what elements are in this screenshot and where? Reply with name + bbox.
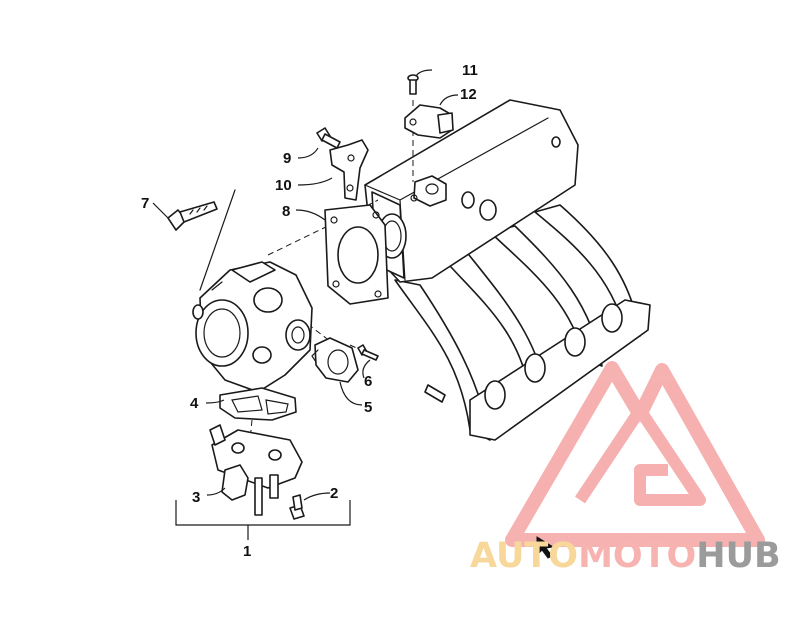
callout-11: 11 bbox=[462, 62, 478, 79]
cursor-icon bbox=[536, 536, 555, 559]
tps-sensor-5 bbox=[311, 337, 359, 383]
gasket-4 bbox=[219, 387, 297, 421]
watermark-auto: AUTO bbox=[470, 536, 579, 576]
gasket-8 bbox=[324, 204, 389, 305]
watermark-text: AUTOMOTOHUB bbox=[470, 536, 781, 576]
bolt-9 bbox=[316, 127, 341, 149]
screw-11 bbox=[407, 74, 419, 95]
callout-4: 4 bbox=[190, 395, 199, 412]
screw-6 bbox=[357, 344, 379, 361]
callout-8: 8 bbox=[282, 203, 290, 220]
callout-5: 5 bbox=[364, 399, 372, 416]
watermark-logo-icon bbox=[505, 361, 765, 547]
bolt-7 bbox=[167, 201, 218, 231]
callout-10: 10 bbox=[275, 177, 292, 194]
intake-manifold bbox=[364, 99, 651, 441]
callout-6: 6 bbox=[364, 373, 372, 390]
callout-labels: 1 2 3 4 5 6 7 8 9 10 11 12 bbox=[141, 62, 478, 560]
callout-1: 1 bbox=[243, 543, 251, 560]
leader-lines bbox=[152, 69, 459, 540]
callout-7: 7 bbox=[141, 195, 149, 212]
callout-9: 9 bbox=[283, 150, 291, 167]
callout-3: 3 bbox=[192, 489, 200, 506]
iac-valve-3 bbox=[209, 424, 303, 516]
watermark-hub: HUB bbox=[696, 536, 781, 576]
bracket-10 bbox=[329, 139, 369, 201]
sensor-12 bbox=[404, 104, 454, 139]
outlet-ports bbox=[484, 303, 623, 410]
watermark-moto: MOTO bbox=[578, 536, 697, 576]
callout-12: 12 bbox=[460, 86, 477, 103]
throttle-body bbox=[192, 261, 313, 393]
bolt-2 bbox=[289, 494, 305, 520]
callout-2: 2 bbox=[330, 485, 338, 502]
